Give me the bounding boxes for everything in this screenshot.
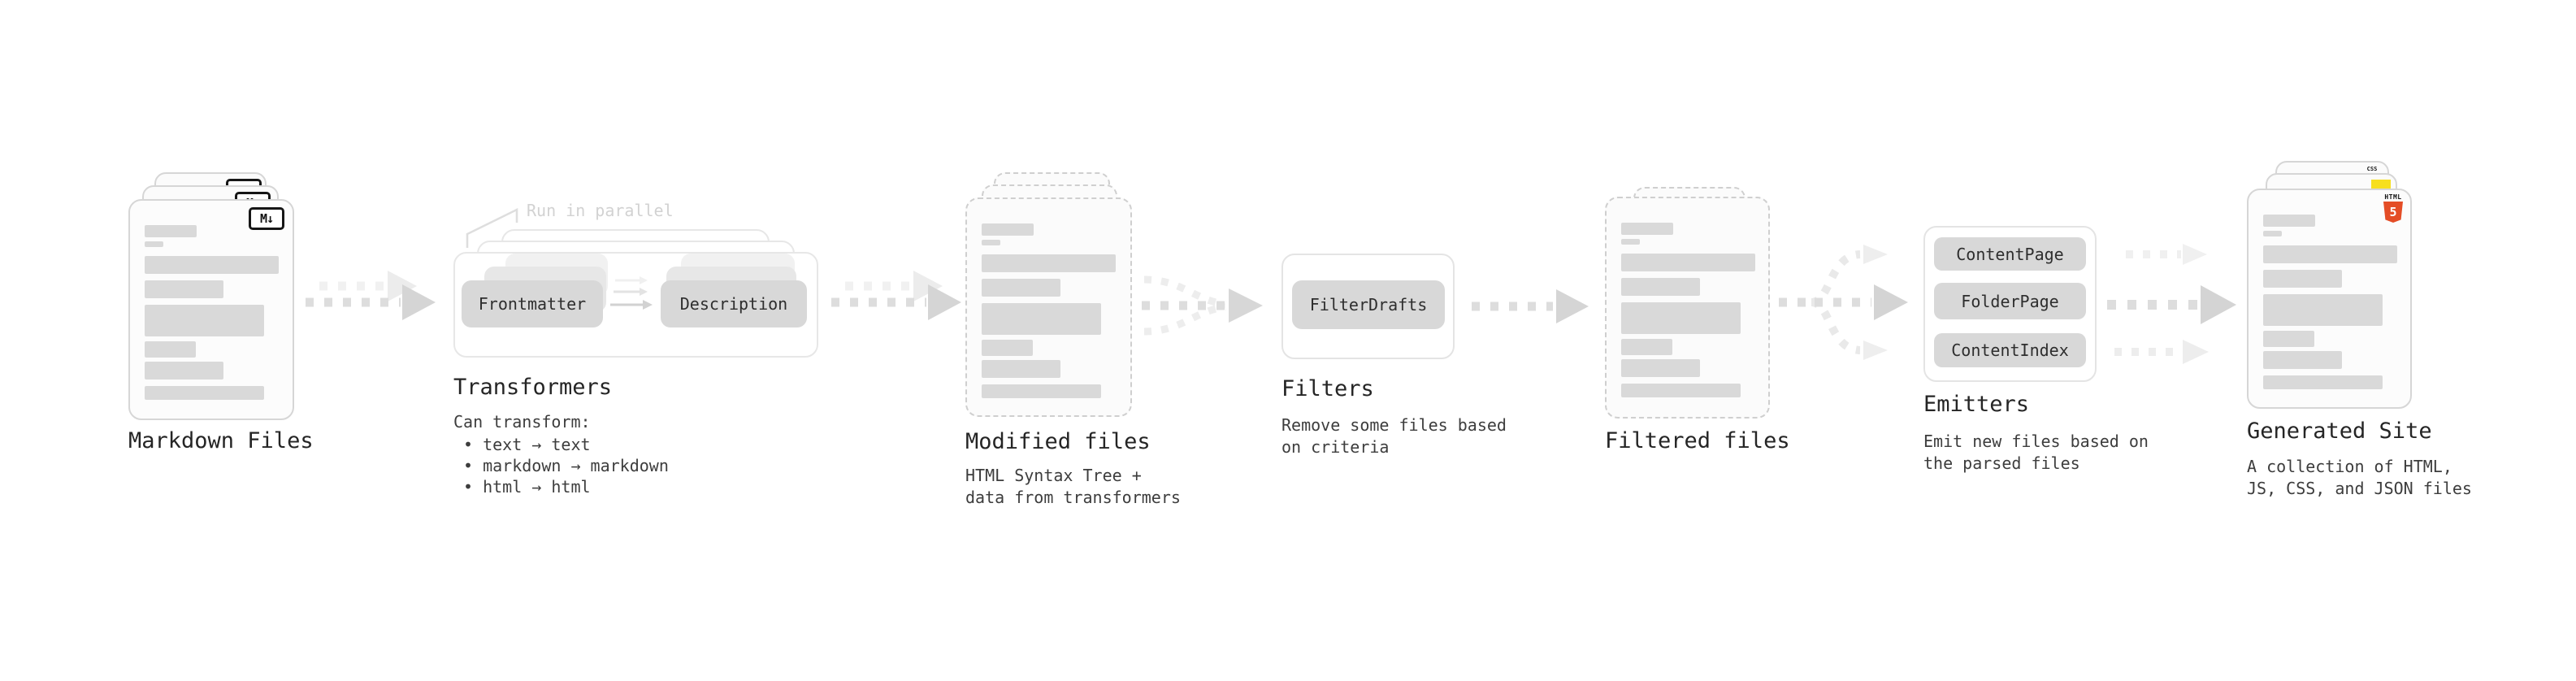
arrow-modified-to-filters-icon [1142,275,1263,336]
transformers-bullet: • text → text [463,435,591,454]
transformers-bullet: • html → html [463,477,591,497]
file-card-html: HTML 5 [2247,189,2412,409]
stage-label-filtered-files: Filtered files [1605,428,1790,453]
text-line-bar [2263,231,2282,236]
note-leader-line [466,207,518,248]
stage-label-modified-files: Modified files [965,429,1151,454]
filter-filterdrafts-pill: FilterDrafts [1292,280,1445,329]
text-line-bar [1621,339,1672,355]
stage-label-generated-site: Generated Site [2247,419,2432,444]
css-icon-label: CSS [2366,166,2378,172]
text-line-bar [145,256,279,274]
arrow-transformers-to-modified-icon [831,271,961,320]
generated-desc-line1: A collection of HTML, [2247,457,2452,476]
text-line-bar [1621,359,1700,377]
emitter-folderpage-pill: FolderPage [1934,283,2086,319]
text-line-bar [2263,375,2383,389]
text-line-bar [2263,294,2383,326]
html5-icon: HTML 5 [2383,193,2404,223]
transformer-description-pill: Description [661,280,807,327]
text-line-bar [145,241,163,247]
text-line-bar [982,223,1034,236]
text-line-bar [145,362,223,380]
emitters-desc-line1: Emit new files based on [1923,432,2149,451]
stage-label-markdown-files: Markdown Files [128,428,314,453]
arrow-filters-to-filtered-icon [1472,289,1589,323]
html5-icon-label: HTML [2384,193,2402,201]
text-line-bar [145,225,197,237]
text-line-bar [145,305,264,336]
text-line-bar [2263,245,2397,263]
text-line-bar [145,341,196,358]
arrow-emitters-to-generated-icon [2107,244,2236,364]
emitter-contentindex-pill: ContentIndex [1934,333,2086,367]
transformers-desc-title: Can transform: [453,412,591,432]
arrow-filtered-to-emitters-icon [1779,245,1908,360]
emitter-contentpage-pill: ContentPage [1934,237,2086,271]
markdown-icon: M↓ [249,207,284,230]
file-card [965,197,1132,417]
text-line-bar [2263,351,2342,369]
filters-desc-line1: Remove some files based [1281,415,1507,435]
html5-icon-number: 5 [2389,205,2397,219]
text-line-bar [982,340,1033,356]
transformer-frontmatter-pill: Frontmatter [462,280,603,327]
text-line-bar [982,384,1101,398]
text-line-bar [1621,254,1755,271]
text-line-bar [2263,215,2315,227]
text-line-bar [1621,384,1741,397]
text-line-bar [145,280,223,298]
modified-desc-line2: data from transformers [965,488,1181,507]
text-line-bar [2263,270,2342,288]
file-card [1605,197,1770,419]
text-line-bar [982,279,1060,297]
stage-label-transformers: Transformers [453,375,613,400]
stage-label-emitters: Emitters [1923,392,2030,417]
text-line-bar [2263,331,2314,347]
text-line-bar [1621,278,1700,296]
text-line-bar [982,360,1060,378]
run-in-parallel-note: Run in parallel [527,201,674,220]
text-line-bar [982,240,1000,245]
html5-icon-shield: 5 [2383,202,2403,223]
text-line-bar [982,303,1101,335]
text-line-bar [1621,302,1741,334]
transformers-bullet: • markdown → markdown [463,456,669,475]
text-line-bar [1621,239,1640,245]
arrow-markdown-to-transformers-icon [306,271,436,320]
modified-desc-line1: HTML Syntax Tree + [965,466,1142,485]
pill-flow-arrows-icon [610,276,653,310]
text-line-bar [1621,223,1673,235]
generated-desc-line2: JS, CSS, and JSON files [2247,479,2472,498]
text-line-bar [145,386,264,400]
filters-desc-line2: on criteria [1281,437,1390,457]
stage-label-filters: Filters [1281,376,1374,401]
text-line-bar [982,254,1116,272]
file-card: M↓ [128,199,294,420]
emitters-desc-line2: the parsed files [1923,453,2080,473]
